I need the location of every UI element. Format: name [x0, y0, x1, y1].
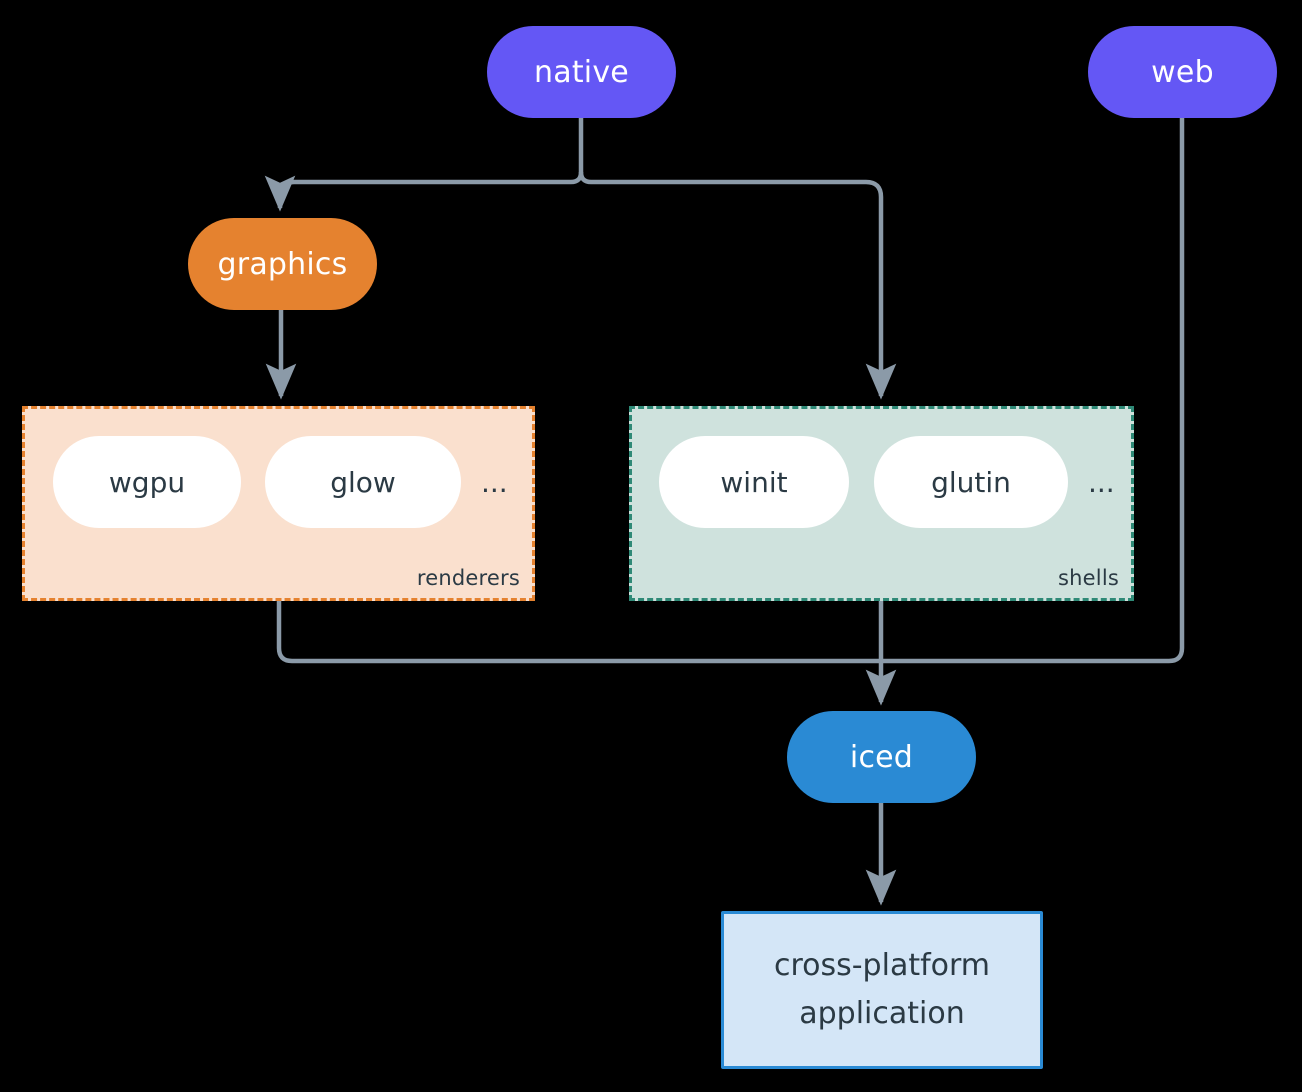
cluster-renderers-label: renderers — [416, 566, 520, 590]
node-application-line2: application — [799, 996, 965, 1031]
renderers-overflow-ellipsis: ... — [481, 466, 508, 499]
leaf-winit-label: winit — [720, 465, 788, 499]
node-iced[interactable]: iced — [787, 711, 976, 803]
node-application-line1: cross-platform — [773, 948, 991, 983]
node-iced-label: iced — [849, 739, 914, 775]
cluster-shells-label: shells — [1058, 566, 1119, 590]
leaf-wgpu[interactable]: wgpu — [53, 436, 241, 528]
leaf-wgpu-label: wgpu — [108, 465, 186, 499]
node-web[interactable]: web — [1088, 26, 1277, 118]
node-native-label: native — [534, 54, 629, 90]
leaf-glow-label: glow — [330, 465, 396, 499]
node-graphics-label: graphics — [217, 246, 348, 282]
edge-native-split — [578, 118, 897, 400]
cluster-shells[interactable]: winit glutin ... shells — [629, 406, 1134, 601]
leaf-glutin-label: glutin — [931, 465, 1011, 499]
cluster-renderers[interactable]: wgpu glow ... renderers — [22, 406, 535, 601]
edge-native-graphics — [264, 171, 584, 212]
node-native[interactable]: native — [487, 26, 676, 118]
shells-overflow-ellipsis: ... — [1088, 466, 1115, 499]
leaf-winit[interactable]: winit — [659, 436, 849, 528]
node-graphics[interactable]: graphics — [188, 218, 377, 310]
node-application[interactable]: cross-platform application — [721, 911, 1043, 1069]
leaf-glutin[interactable]: glutin — [874, 436, 1068, 528]
edge-renderers-iced — [276, 601, 881, 664]
leaf-glow[interactable]: glow — [265, 436, 461, 528]
node-web-label: web — [1151, 54, 1214, 90]
